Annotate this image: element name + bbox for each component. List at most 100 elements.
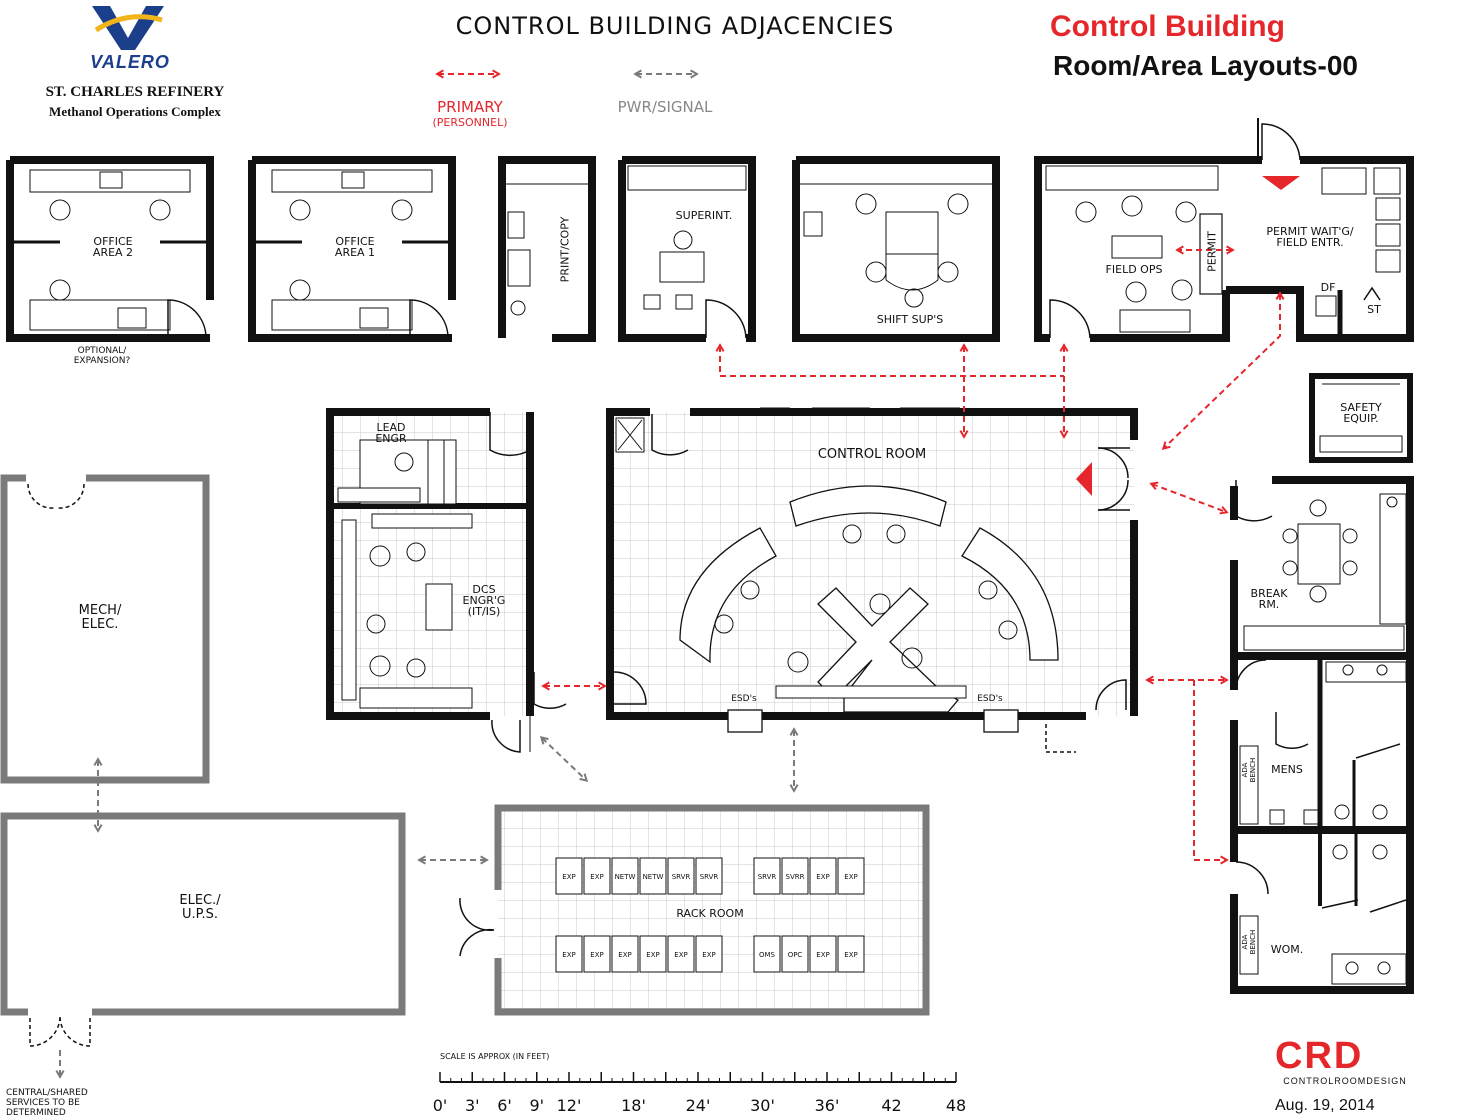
superintendent-label: SUPERINT. (675, 209, 733, 222)
rack-cabinet (781, 857, 809, 895)
rack-cabinet (753, 857, 781, 895)
print-copy-room (498, 156, 596, 342)
mens-label: MENS (1271, 763, 1303, 776)
rack-cabinet (667, 857, 695, 895)
rack-cabinet (667, 935, 695, 973)
rack-cabinet-label: EXP (816, 951, 829, 959)
control-room-entrance-icon (1076, 462, 1092, 496)
central-services-note: CENTRAL/SHARED SERVICES TO BE DETERMINED (6, 1088, 88, 1118)
ada-bench-mens-label: ADA BENCH (1241, 757, 1257, 783)
mens-restroom (1230, 656, 1414, 834)
esd-left-label: ESD's (731, 694, 757, 704)
rack-cabinet (611, 857, 639, 895)
lead-engineer-label: LEAD ENGR (375, 421, 407, 445)
rack-cabinet (837, 857, 865, 895)
legend-primary-sublabel: (PERSONNEL) (432, 116, 508, 129)
scale-label: 42 (881, 1096, 902, 1115)
scale-caption: SCALE IS APPROX (IN FEET) (440, 1052, 550, 1061)
elec-ups-room (0, 812, 406, 1047)
elec-ups-label: ELEC./ U.P.S. (179, 893, 221, 922)
legend-signal-label: PWR/SIGNAL (617, 98, 713, 116)
rack-cabinet-label: EXP (618, 951, 631, 959)
rack-cabinet-label: EXP (646, 951, 659, 959)
optional-expansion-label: OPTIONAL/ EXPANSION? (73, 346, 131, 366)
rack-cabinet (639, 857, 667, 895)
control-room (606, 407, 1138, 753)
rack-cabinet-label: SRVR (700, 873, 719, 881)
rack-cabinet-label: OMS (759, 951, 776, 959)
signal-adjacency-arrows (60, 730, 794, 1076)
scale-label: 36' (814, 1096, 840, 1115)
rack-cabinet-label: EXP (590, 951, 603, 959)
rack-cabinet-label: EXP (844, 873, 857, 881)
break-room (1230, 476, 1414, 660)
rack-cabinet-label: EXP (562, 951, 575, 959)
rack-cabinet (837, 935, 865, 973)
scale-label: 24' (685, 1096, 711, 1115)
scale-label: 6' (497, 1096, 512, 1115)
mech-elec-room (0, 474, 210, 784)
valero-logo-icon (92, 6, 164, 50)
site-name: ST. CHARLES REFINERY (45, 84, 225, 100)
complex-name: Methanol Operations Complex (49, 104, 221, 119)
office-area-1-room (248, 156, 456, 342)
drawing-date: Aug. 19, 2014 (1275, 1097, 1375, 1114)
scale-label: 48 (945, 1096, 967, 1115)
rack-cabinet-label: NETW (643, 873, 664, 881)
brand-name: VALERO (90, 52, 170, 72)
scale-label: 12' (556, 1096, 582, 1115)
permit-waiting-label: PERMIT WAIT'G/ FIELD ENTR. (1266, 225, 1354, 249)
rack-cabinet-label: EXP (844, 951, 857, 959)
womens-restroom (1230, 830, 1414, 994)
rack-room-label: RACK ROOM (676, 907, 744, 920)
rack-cabinet (695, 935, 723, 973)
office-area-2-room (6, 156, 214, 342)
scale-label: 3' (464, 1096, 480, 1115)
office-area-2-label: OFFICE AREA 2 (92, 235, 134, 259)
engineering-area (326, 408, 567, 753)
rack-cabinet-label: EXP (590, 873, 603, 881)
scale-bar (439, 1072, 957, 1083)
rack-row-bottom: EXP EXP EXP EXP EXP EXP OMS OPC EXP EXP (555, 935, 865, 973)
esd-right-label: ESD's (977, 694, 1003, 704)
rack-cabinet (555, 935, 583, 973)
rack-cabinet-label: EXP (562, 873, 575, 881)
permit-label: PERMIT (1205, 231, 1219, 272)
superintendent-office (618, 156, 756, 342)
storage-label: ST (1367, 303, 1381, 316)
rack-cabinet (781, 935, 809, 973)
legend-primary-label: PRIMARY (437, 98, 503, 116)
adjacency-title: CONTROL BUILDING ADJACENCIES (455, 12, 895, 40)
scale-label: 30' (750, 1096, 775, 1115)
rack-cabinet (753, 935, 781, 973)
rack-cabinet (809, 935, 837, 973)
scale-label: 18' (621, 1096, 646, 1115)
safety-equipment-room (1309, 373, 1413, 463)
rack-cabinet-label: EXP (674, 951, 687, 959)
rack-room (459, 804, 930, 1016)
rack-cabinet-label: EXP (702, 951, 715, 959)
rack-cabinet (809, 857, 837, 895)
rack-cabinet-label: OPC (788, 951, 803, 959)
page-subtitle: Room/Area Layouts-00 (1053, 50, 1358, 81)
office-area-1-label: OFFICE AREA 1 (334, 235, 376, 259)
womens-label: WOM. (1270, 943, 1304, 956)
rack-cabinet-label: SRVR (672, 873, 691, 881)
rack-cabinet (611, 935, 639, 973)
drinking-fountain-label: DF (1320, 281, 1336, 294)
field-ops-label: FIELD OPS (1105, 263, 1163, 276)
rack-cabinet (583, 857, 611, 895)
primary-adjacency-arrows (544, 250, 1280, 860)
company-name: CONTROLROOMDESIGN (1283, 1076, 1407, 1086)
permit-waiting-room (1226, 118, 1414, 342)
print-copy-label: PRINT/COPY (558, 216, 572, 283)
shift-supervisor-label: SHIFT SUP'S (876, 313, 944, 326)
shift-supervisor-office (792, 156, 1000, 342)
safety-equipment-label: SAFETY EQUIP. (1340, 401, 1382, 425)
rack-cabinet (583, 935, 611, 973)
rack-cabinet (639, 935, 667, 973)
mech-elec-label: MECH/ ELEC. (78, 603, 122, 632)
dcs-engineering-label: DCS ENGR'G (IT/IS) (462, 583, 506, 618)
